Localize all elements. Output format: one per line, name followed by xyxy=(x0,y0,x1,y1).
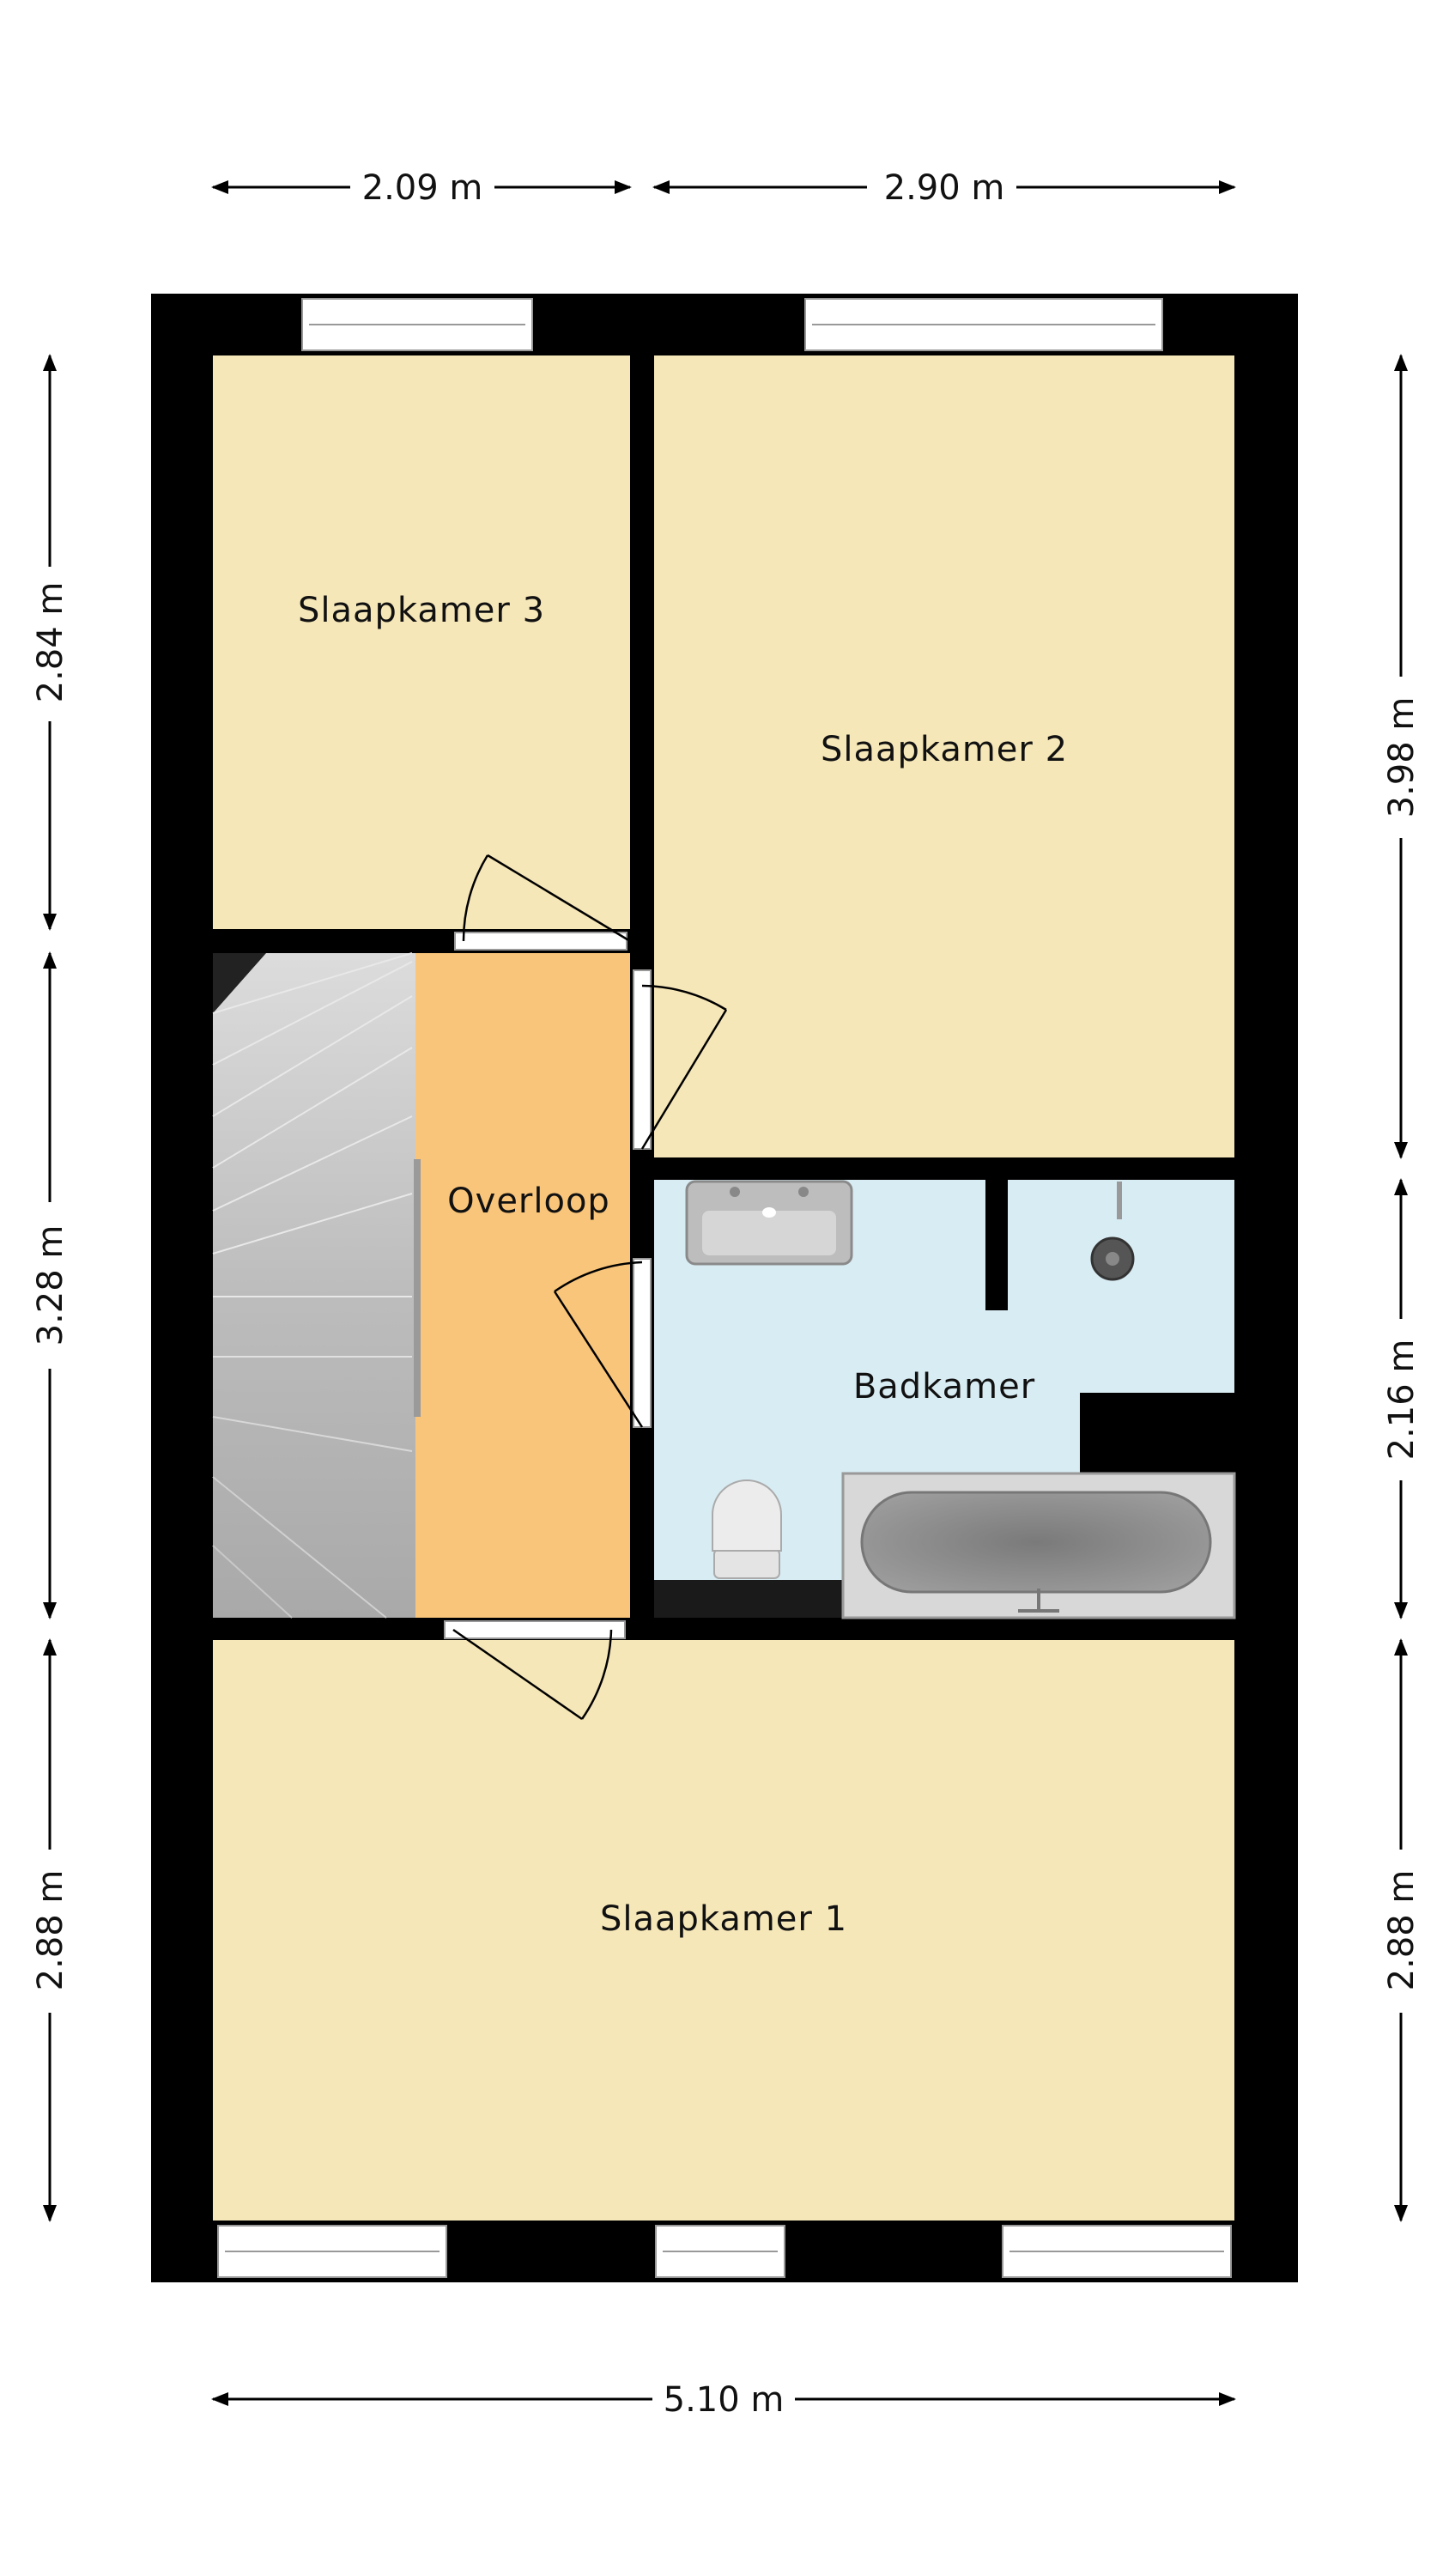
svg-text:2.88 m: 2.88 m xyxy=(1382,1870,1422,1991)
svg-text:2.88 m: 2.88 m xyxy=(31,1870,70,1991)
bathroom-bench xyxy=(654,1580,843,1618)
svg-text:5.10 m: 5.10 m xyxy=(664,2380,785,2420)
shower xyxy=(1090,1182,1135,1281)
bedroom-2-floor xyxy=(654,355,1234,1157)
svg-text:2.09 m: 2.09 m xyxy=(362,168,483,208)
sink xyxy=(685,1180,853,1266)
bedroom-1-floor xyxy=(213,1640,1234,2221)
room-label-bedroom-1: Slaapkamer 1 xyxy=(600,1899,847,1939)
bedroom-3-floor xyxy=(213,355,630,929)
toilet xyxy=(712,1479,782,1579)
dimension-right-bottom: 2.88 m xyxy=(1382,1638,1422,2222)
dimension-bottom: 5.10 m xyxy=(211,2380,1236,2420)
svg-text:2.90 m: 2.90 m xyxy=(884,168,1005,208)
door-openings xyxy=(444,932,652,1639)
room-label-bedroom-3: Slaapkamer 3 xyxy=(298,591,545,630)
dimension-top-right: 2.90 m xyxy=(652,168,1236,208)
svg-text:2.16 m: 2.16 m xyxy=(1382,1340,1422,1461)
windows xyxy=(217,298,1232,2278)
bathroom-partition xyxy=(985,1180,1008,1310)
svg-text:3.98 m: 3.98 m xyxy=(1382,697,1422,818)
dimension-left-top: 2.84 m xyxy=(31,354,70,931)
svg-text:3.28 m: 3.28 m xyxy=(31,1225,70,1346)
stairwell-floor xyxy=(213,953,415,1618)
staircase xyxy=(212,952,421,1619)
svg-text:2.84 m: 2.84 m xyxy=(31,582,70,703)
dimension-right-top: 3.98 m xyxy=(1382,354,1422,1159)
landing-floor xyxy=(415,953,630,1618)
dimension-left-bottom: 2.88 m xyxy=(31,1638,70,2222)
dimension-left-middle: 3.28 m xyxy=(31,951,70,1619)
room-label-bedroom-2: Slaapkamer 2 xyxy=(821,730,1068,769)
dimension-top-left: 2.09 m xyxy=(211,168,632,208)
room-label-bathroom: Badkamer xyxy=(853,1367,1035,1406)
door-swings xyxy=(452,854,728,1721)
room-label-landing: Overloop xyxy=(447,1182,610,1221)
dimension-right-middle: 2.16 m xyxy=(1382,1178,1422,1619)
bathtub xyxy=(841,1472,1236,1619)
